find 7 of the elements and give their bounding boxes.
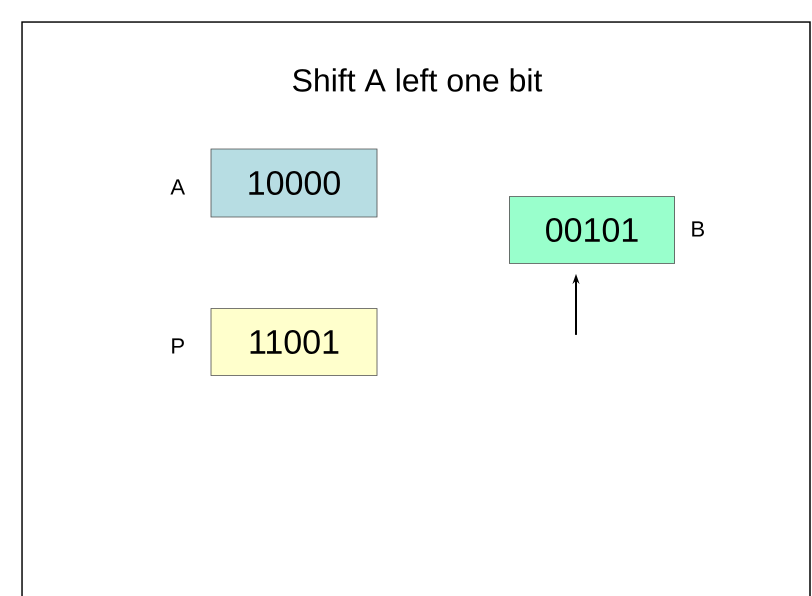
register-label: P xyxy=(172,338,184,354)
register-box: 10000 xyxy=(210,148,378,218)
register-label: A xyxy=(170,179,186,195)
title: Shift A left one bit xyxy=(293,68,542,92)
register-box: 11001 xyxy=(210,308,378,376)
register-label: B xyxy=(692,221,704,237)
register-box: 00101 xyxy=(509,196,675,264)
